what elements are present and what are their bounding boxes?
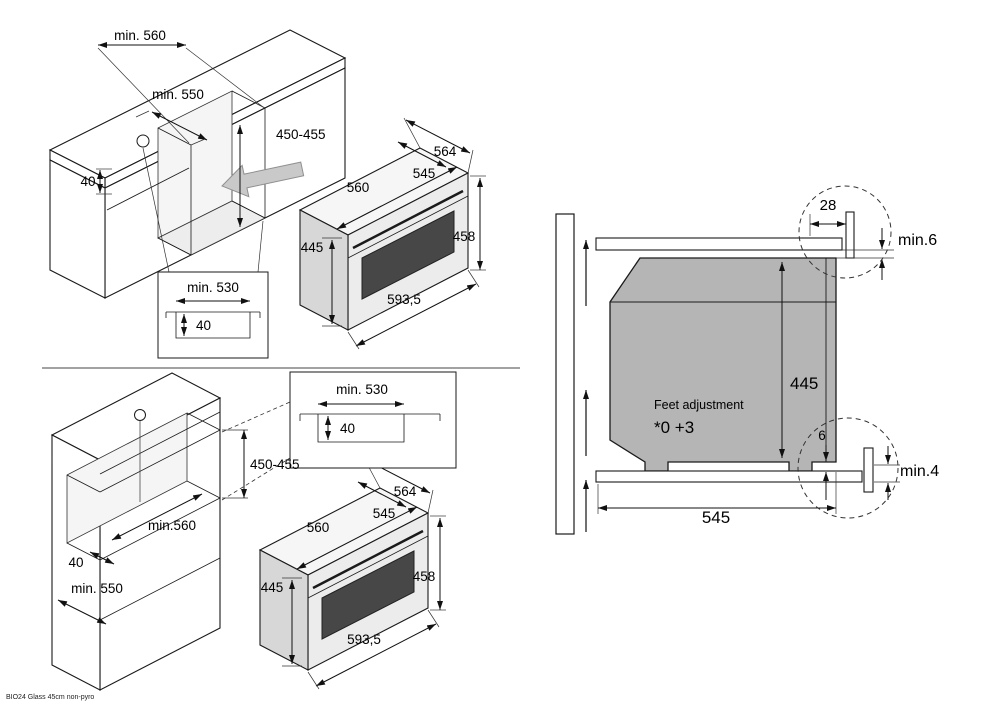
dim-label-edge-gap-top: 40: [80, 174, 95, 189]
base-cabinet-isometric: [48, 29, 347, 299]
oven-label-front-width-bottom: 593,5: [347, 632, 381, 647]
shelf-front-trim: [863, 447, 874, 493]
model-note: BIO24 Glass 45cm non-pyro: [6, 694, 94, 701]
oven-label-width-bottom: 560: [307, 520, 330, 535]
top-panel-detail-inset: [157, 271, 269, 359]
dim-label-niche-height-bottom: 450-455: [250, 457, 300, 472]
oven-label-depth-body-top: 545: [413, 166, 436, 181]
bottom-panel-dimensions: [57, 429, 248, 625]
cabinet-left-face: [49, 159, 106, 299]
dim-label-top-clearance: min.6: [898, 232, 937, 249]
bottom-shelf-section: [595, 470, 863, 483]
oven-side-profile: [609, 257, 837, 472]
inset-label-width-top: min. 530: [187, 280, 239, 295]
dim-label-bottom-gap: 6: [818, 428, 826, 443]
bottom-panel-detail-inset: [289, 371, 457, 469]
dim-label-niche-width-top: min. 560: [114, 28, 166, 43]
top-panel-base-cabinet-scene: min. 560 min. 550 450-455 40 min. 530 40…: [48, 28, 486, 359]
dim-label-side-depth: 545: [702, 508, 730, 527]
countertop-section: [595, 237, 843, 251]
cable-hole-tall: [134, 409, 146, 421]
dim-label-niche-width-bottom: min.560: [148, 518, 196, 533]
wall-section: [555, 213, 575, 535]
top-panel-dimensions: [96, 42, 264, 227]
dim-label-niche-depth-top: min. 550: [152, 87, 204, 102]
cable-hole: [136, 134, 150, 148]
oven-label-height-body-bottom: 445: [261, 580, 284, 595]
tall-cabinet-isometric: [50, 372, 291, 691]
dim-label-niche-height-top: 450-455: [276, 127, 326, 142]
detail-circle-bottom: [797, 417, 899, 519]
tall-niche-top-edge: [99, 429, 221, 493]
detail-circle-top: [798, 185, 892, 279]
inset-label-depth-bottom: 40: [340, 421, 355, 436]
bottom-panel-tall-cabinet-scene: min. 530 40 450-455 min.560 40 min. 550 …: [50, 371, 457, 691]
oven-label-front-width-top: 593,5: [387, 292, 421, 307]
dim-label-bottom-clearance: min.4: [900, 463, 939, 480]
oven-label-height-total-bottom: 458: [413, 569, 436, 584]
dim-label-niche-depth-bottom: min. 550: [71, 581, 123, 596]
feet-adjustment-range: *0 +3: [654, 418, 694, 437]
oven-label-depth-body-bottom: 545: [373, 506, 396, 521]
inset-label-depth-top: 40: [196, 318, 211, 333]
dim-label-edge-gap-bottom: 40: [68, 555, 83, 570]
oven-label-depth-total-top: 564: [434, 144, 457, 159]
counter-front-trim: [845, 211, 855, 259]
oven-label-height-total-top: 458: [453, 229, 476, 244]
inset-label-width-bottom: min. 530: [336, 382, 388, 397]
feet-adjustment-label: Feet adjustment: [654, 398, 744, 412]
oven-label-depth-total-bottom: 564: [394, 484, 417, 499]
dim-label-rear-offset: 28: [820, 197, 837, 214]
side-section-scene: 28 min.6 445 Feet adjustment *0 +3 6 min…: [555, 185, 939, 535]
dim-label-side-height: 445: [790, 374, 818, 393]
drawer-gap-line: [106, 167, 190, 211]
oven-label-width-top: 560: [347, 180, 370, 195]
oven-label-height-body-top: 445: [301, 240, 324, 255]
side-section-dimensions: [597, 214, 900, 514]
